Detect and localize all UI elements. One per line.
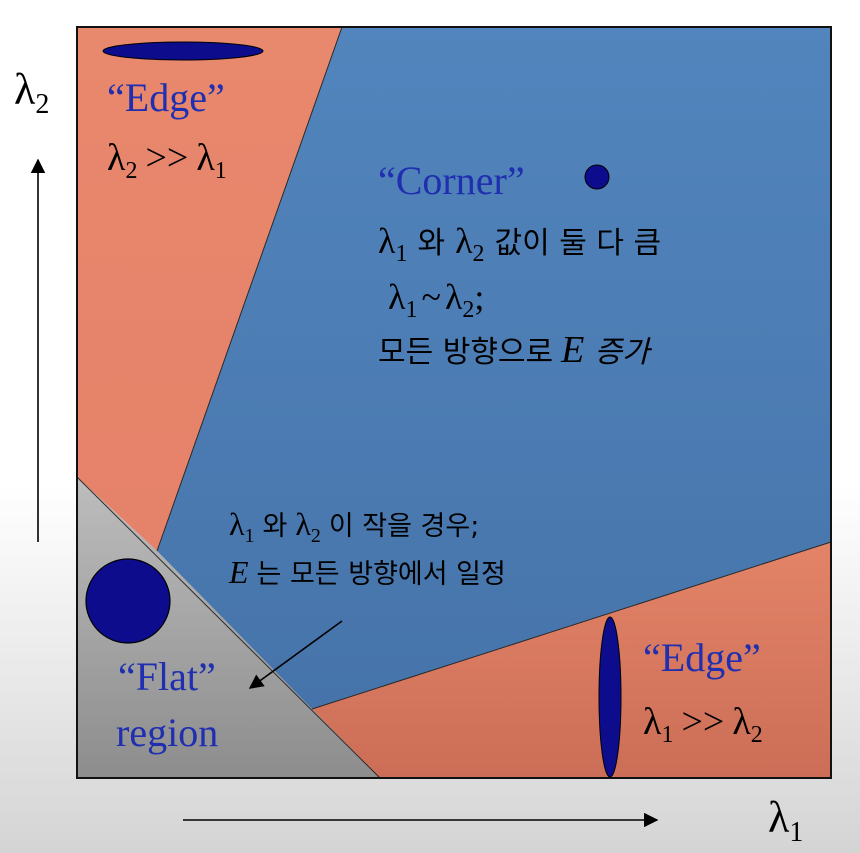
edge-top-condition: λ2>>λ1 — [107, 137, 227, 184]
corner-region — [157, 27, 831, 709]
corner-line-2: λ1~λ2; — [388, 277, 484, 323]
x-axis-label: λ1 — [768, 793, 803, 848]
edge-right-condition: λ1>>λ2 — [643, 701, 763, 748]
y-axis-label: λ2 — [14, 65, 49, 120]
edge-region-right — [312, 542, 831, 778]
plot-frame — [76, 26, 832, 779]
flat-label-region: region — [116, 710, 218, 755]
edge-top-label: “Edge” — [107, 75, 225, 120]
edge-region-top — [77, 27, 342, 551]
horizontal-ellipse-marker — [102, 41, 264, 61]
corner-label: “Corner” — [378, 158, 525, 203]
vertical-ellipse-marker — [598, 616, 622, 778]
flat-circle-marker — [85, 558, 171, 644]
corner-dot-marker — [584, 164, 610, 190]
boundary-line — [311, 541, 832, 710]
boundary-line — [156, 26, 343, 552]
boundary-line — [76, 476, 381, 779]
edge-right-label: “Edge” — [643, 635, 761, 680]
flat-label: “Flat” — [118, 654, 216, 699]
flat-pointer-arrow — [248, 620, 343, 689]
